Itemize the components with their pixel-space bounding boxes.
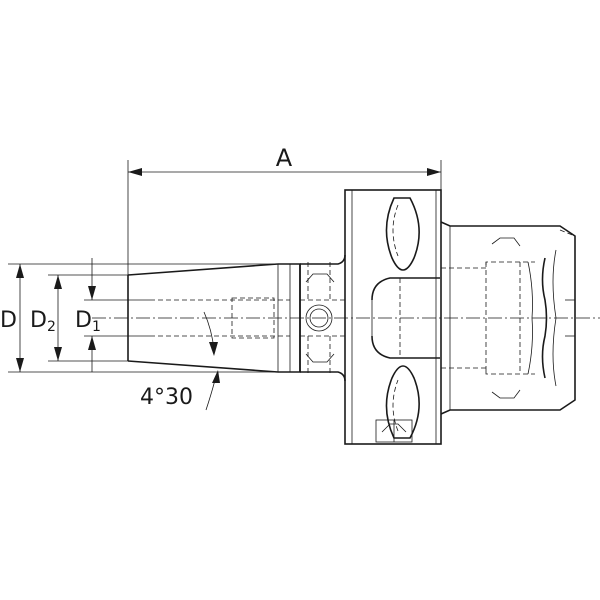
flange [344, 189, 442, 445]
diameter-extension-lines [8, 263, 278, 373]
dimension-d2 [54, 275, 62, 361]
dimension-d-label: D [0, 308, 17, 333]
dimension-a-label: A [276, 144, 293, 172]
dimension-a [127, 160, 442, 275]
dimension-d2-label: D2 [30, 308, 56, 335]
collar [278, 254, 346, 382]
taper-angle-label: 4°30 [140, 385, 193, 410]
taper-angle-marker [203, 311, 220, 411]
dimension-d1 [88, 258, 96, 372]
hsk-shank [440, 221, 576, 415]
dimension-d1-label: D1 [75, 308, 101, 335]
tapered-nose [127, 263, 291, 373]
dimension-d [16, 264, 24, 372]
